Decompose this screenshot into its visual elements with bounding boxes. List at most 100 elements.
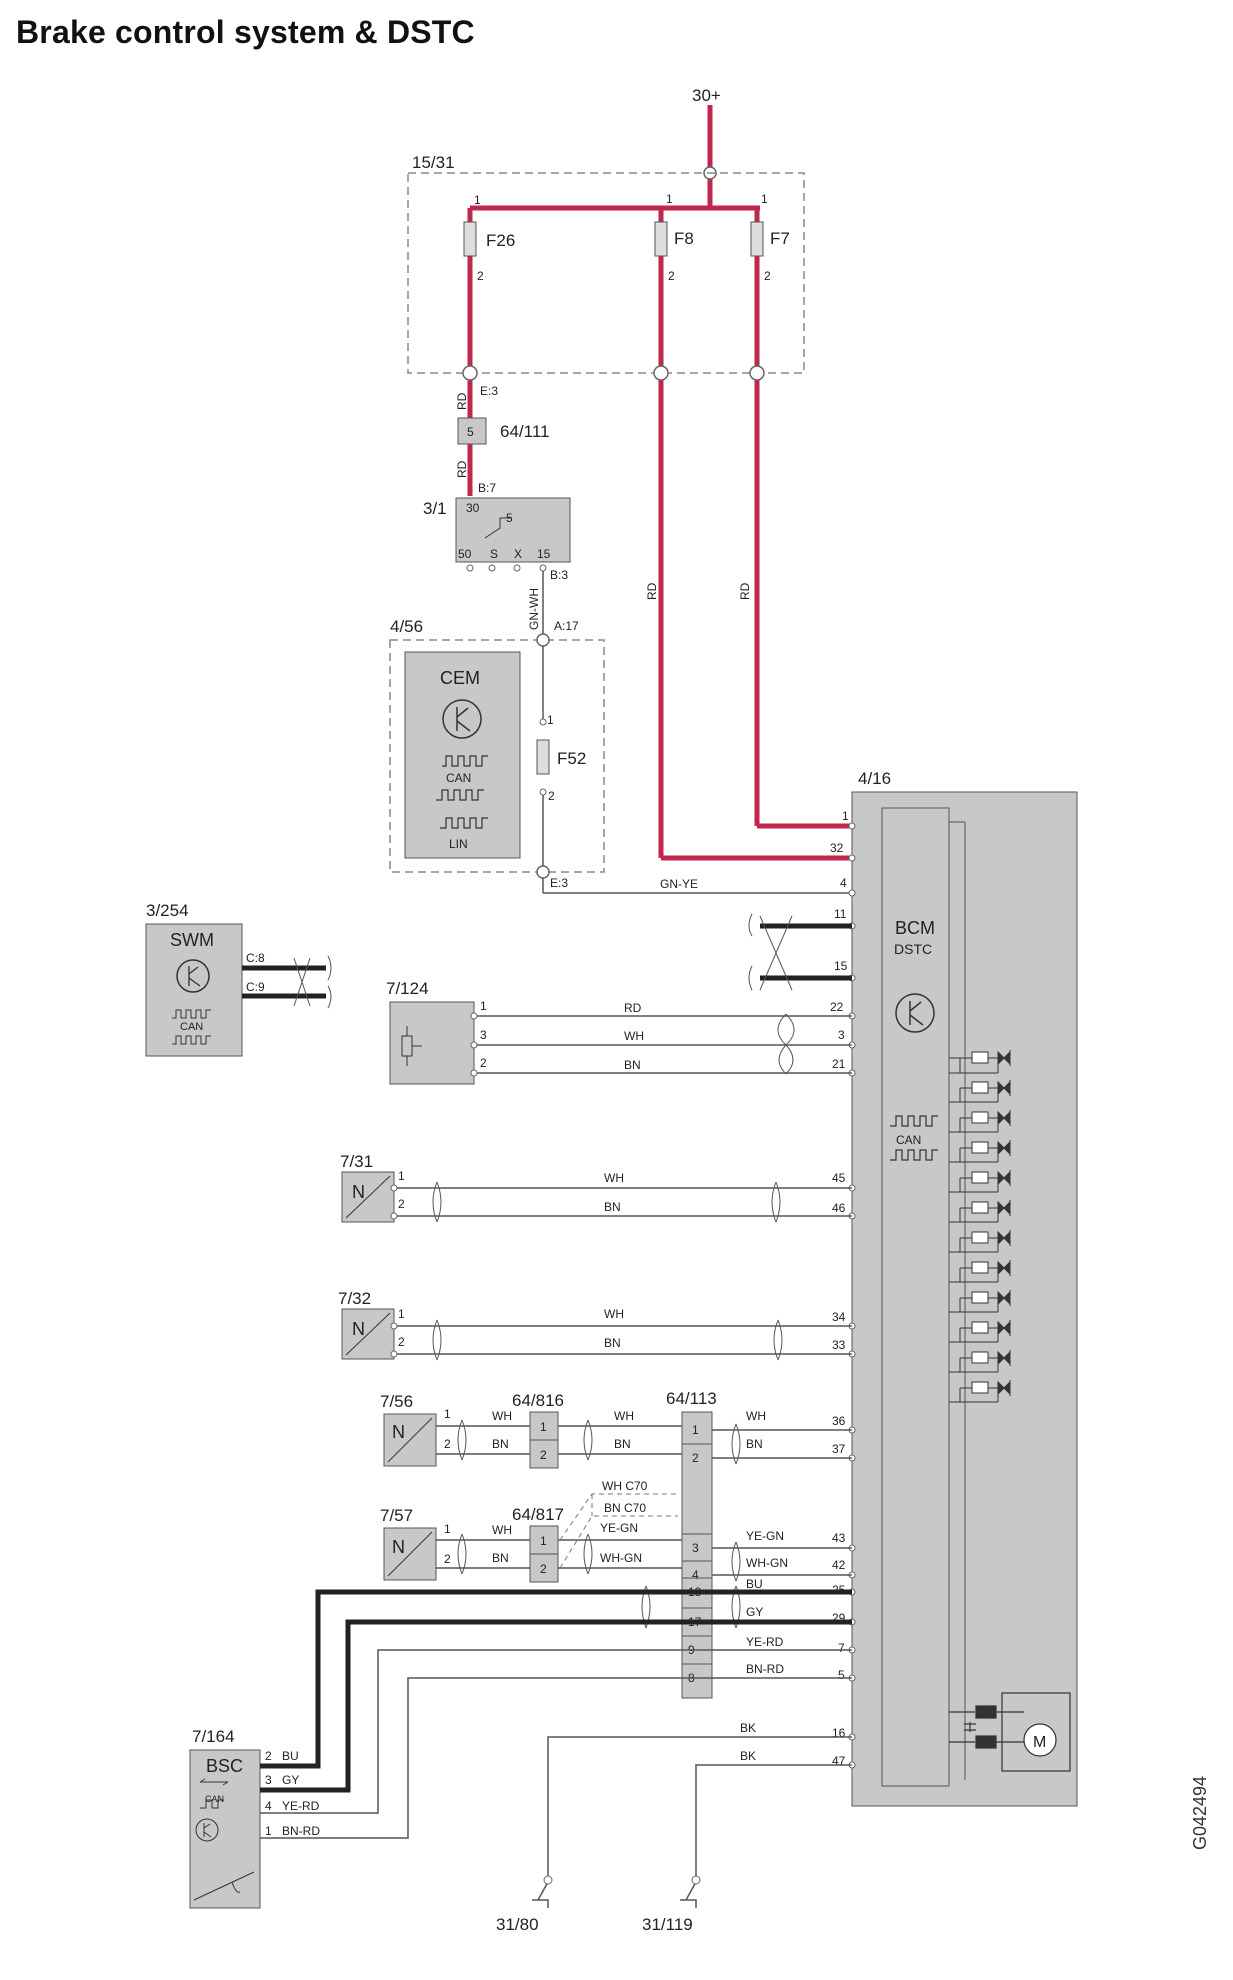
bcm-ref: 4/16 [858,769,891,788]
bcm-name: BCM [895,918,935,938]
connector-64-816-ref: 64/816 [512,1391,564,1410]
swm-ref: 3/254 [146,901,189,920]
bsc-name: BSC [206,1756,243,1776]
svg-text:1: 1 [540,1534,547,1548]
connector-pin-label: 4 [692,1568,699,1582]
svg-text:2: 2 [668,269,675,283]
fuse-out-f7 [749,365,765,381]
svg-text:YE-RD: YE-RD [282,1799,320,1813]
valve-bank [949,1050,1011,1403]
wheel-sensor-icon [383,1527,437,1581]
power-wires [467,105,882,861]
svg-text:WH: WH [604,1307,624,1321]
svg-text:2: 2 [444,1437,451,1451]
svg-text:1: 1 [444,1522,451,1536]
wire-color-label: YE-RD [746,1635,784,1649]
svg-text:2: 2 [540,1448,547,1462]
svg-text:BK: BK [740,1721,756,1735]
ignition-ref: 3/1 [423,499,447,518]
svg-text:E:3: E:3 [550,876,568,890]
bcm-module-inner [881,807,950,1787]
svg-text:3: 3 [480,1028,487,1042]
svg-text:45: 45 [832,1171,846,1185]
cem-boundary [389,639,605,873]
fuse-out-f8 [653,365,669,381]
svg-text:WH C70: WH C70 [602,1479,648,1493]
fuse-f7: F7 1 2 [750,192,790,283]
ground-31-80: 31/80 [496,1915,539,1934]
svg-text:36: 36 [832,1414,846,1428]
svg-text:WH-GN: WH-GN [600,1551,642,1565]
transistor-icon [442,699,482,739]
svg-text:2: 2 [764,269,771,283]
svg-text:22: 22 [830,1000,844,1014]
wire-color-label: WH-GN [746,1556,788,1570]
svg-text:RD: RD [624,1001,642,1015]
solenoid-valve-icon [949,1320,1011,1343]
bsc-module [189,1749,261,1909]
svg-text:B:3: B:3 [550,568,568,582]
svg-text:YE-GN: YE-GN [600,1521,638,1535]
wire-color-label: BN-RD [746,1662,784,1676]
pump-motor [949,1692,1071,1772]
svg-text:37: 37 [832,1442,846,1456]
svg-text:1: 1 [842,809,849,823]
page-title: Brake control system & DSTC [16,14,475,50]
svg-text:F8: F8 [674,229,694,248]
svg-text:C:8: C:8 [246,951,265,965]
solenoid-valve-icon [949,1110,1011,1133]
svg-text:N: N [352,1319,365,1339]
svg-text:46: 46 [832,1201,846,1215]
ground-wires [532,1736,852,1908]
svg-text:1: 1 [547,713,554,727]
bsc-wires: 2 3 4 1 BU GY YE-RD BN-RD [260,1589,852,1839]
svg-text:2: 2 [398,1335,405,1349]
svg-text:4: 4 [265,1799,272,1813]
wheel-sensors [341,1171,852,1629]
bcm-transistor-icon [895,993,935,1033]
can-bus-bcm [760,923,852,981]
svg-text:1: 1 [398,1307,405,1321]
wire-rd-f8: RD [645,582,659,600]
svg-text:BN: BN [604,1336,621,1350]
svg-text:1: 1 [480,999,487,1013]
svg-text:3: 3 [265,1773,272,1787]
fuse-out-pin: E:3 [480,384,498,398]
svg-text:F26: F26 [486,231,515,250]
wire-rd-f7: RD [738,582,752,600]
bsc-can: CAN [205,1794,224,1804]
connector-64-111-ref: 64/111 [500,422,549,441]
cem-lin: LIN [449,837,468,851]
svg-text:WH: WH [492,1409,512,1423]
wire-color-label: BN [746,1437,763,1451]
svg-text:21: 21 [832,1057,846,1071]
svg-text:47: 47 [832,1754,846,1768]
supply-label: 30+ [692,86,721,105]
wire-color-label: WH [746,1409,766,1423]
svg-text:2: 2 [548,789,555,803]
wire-gn-ye: GN-YE [660,877,698,891]
wheel-sensor-icon [341,1171,852,1223]
svg-text:7: 7 [838,1641,845,1655]
svg-text:2: 2 [540,1562,547,1576]
wire-rd-1: RD [455,392,469,410]
svg-text:15: 15 [834,959,848,973]
swm-can: CAN [180,1021,203,1033]
svg-text:BN: BN [492,1551,509,1565]
fuse-out-f26 [462,365,478,381]
connector-64-111 [457,417,487,445]
fuse-f52 [536,739,550,775]
svg-text:1: 1 [666,192,673,206]
svg-text:N: N [392,1537,405,1557]
fuse-f26: F26 1 2 [463,193,515,283]
svg-text:N: N [392,1422,405,1442]
connector-pin-label: 3 [692,1541,699,1555]
svg-text:1: 1 [540,1420,547,1434]
svg-text:16: 16 [832,1726,846,1740]
motor-m: M [1033,1734,1046,1751]
svg-text:30: 30 [466,501,480,515]
wire-gn-wh: GN-WH [527,588,541,630]
connector-pin-label: 1 [692,1423,699,1437]
